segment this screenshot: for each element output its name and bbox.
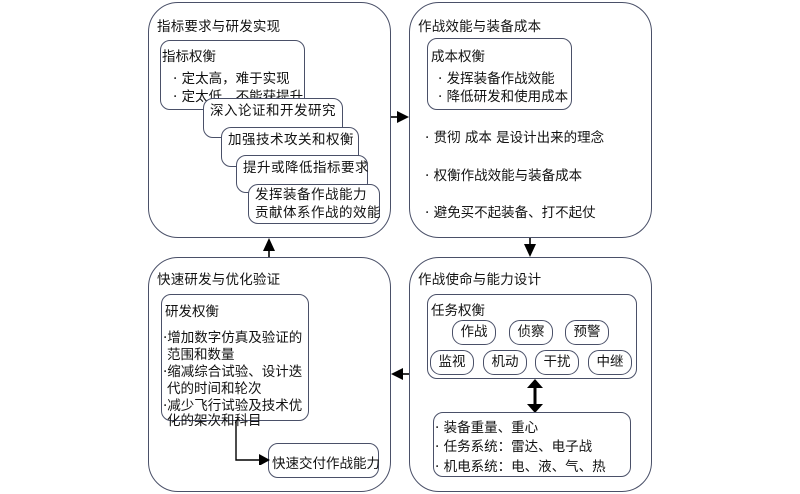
development-tradeoff-box: 研发权衡 ·增加数字仿真及验证的 范围和数量 ·缩减综合试验、设计迭 代的时间和… [161, 294, 309, 429]
step-line: 贡献体系作战的效能 [255, 205, 381, 221]
box-line: 范围和数量 [167, 347, 235, 363]
bidirectional-arrow [527, 379, 543, 413]
box-item: · 定太高，难于实现 [173, 71, 290, 87]
box-title: 指标权衡 [162, 49, 216, 65]
box-line: 代的时间和轮次 [167, 381, 262, 397]
panel-title: 作战效能与装备成本 [418, 19, 542, 35]
bullet-item: · 权衡作战效能与装备成本 [425, 168, 583, 184]
task-pill: 中继 [588, 350, 632, 375]
task-pill: 侦察 [509, 320, 553, 345]
task-pill: 干扰 [535, 350, 579, 375]
cost-tradeoff-box: 成本权衡 · 发挥装备作战效能 · 降低研发和使用成本 [427, 38, 572, 110]
arrow-right [391, 111, 409, 123]
detail-item: · 任务系统：雷达、电子战 [435, 439, 593, 455]
step-line: 发挥装备作战能力 [255, 187, 367, 203]
bullet-item: · 贯彻 成本 是设计出来的理念 [425, 130, 605, 146]
box-item: · 发挥装备作战效能 [438, 71, 555, 87]
arrow-left [391, 368, 409, 380]
system-details-box: · 装备重量、重心 · 任务系统：雷达、电子战 · 机电系统：电、液、气、热 [433, 412, 631, 477]
task-pill: 预警 [565, 320, 609, 345]
detail-item: · 装备重量、重心 [435, 420, 539, 436]
step-contribute-capability: 发挥装备作战能力 贡献体系作战的效能 [248, 184, 381, 224]
detail-item: · 机电系统：电、液、气、热 [435, 459, 606, 475]
box-title: 快速交付作战能力 [272, 456, 380, 472]
task-pill: 监视 [430, 350, 474, 375]
box-title: 成本权衡 [431, 49, 485, 65]
panel-title: 指标要求与研发实现 [157, 19, 281, 35]
task-pill: 机动 [483, 350, 527, 375]
rapid-delivery-box: 快速交付作战能力 [268, 443, 380, 478]
bullet-item: · 避免买不起装备、打不起仗 [425, 205, 596, 221]
panel-title: 作战使命与能力设计 [418, 272, 542, 288]
box-item: · 降低研发和使用成本 [438, 89, 569, 105]
box-line: ·缩减综合试验、设计迭 [163, 364, 303, 380]
box-title: 研发权衡 [165, 304, 219, 320]
box-title: 任务权衡 [431, 303, 485, 319]
connector-arrow [235, 420, 270, 465]
task-pill: 作战 [452, 320, 496, 345]
box-line: 化的架次和科目 [167, 413, 262, 429]
box-line: ·减少飞行试验及技术优 [163, 398, 303, 414]
box-line: ·增加数字仿真及验证的 [163, 330, 303, 346]
panel-title: 快速研发与优化验证 [157, 272, 281, 288]
arrow-down [524, 238, 536, 257]
arrow-up [263, 238, 275, 257]
